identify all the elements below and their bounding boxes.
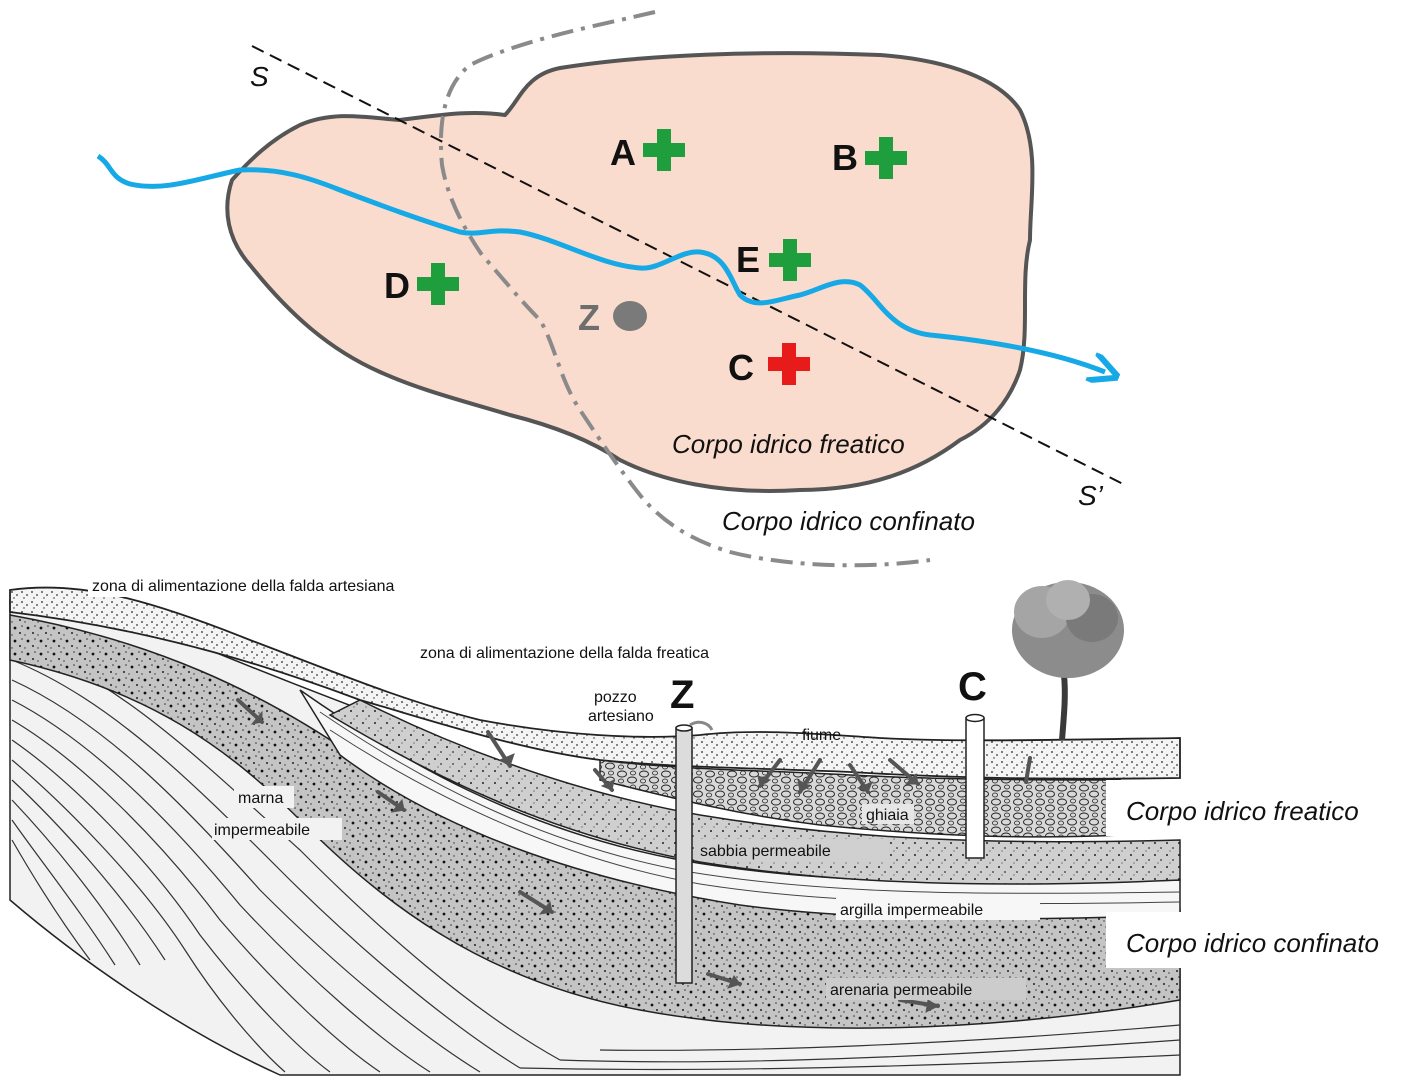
well-label-d: D bbox=[384, 265, 410, 306]
permeable-sandstone-label: arenaria permeabile bbox=[830, 982, 972, 999]
section-label-end: S’ bbox=[1078, 480, 1104, 511]
well-label-z: Z bbox=[578, 297, 600, 338]
plan-map: S S’ Corpo idrico freatico Corpo idrico … bbox=[98, 12, 1125, 565]
marl-label-line2: impermeabile bbox=[214, 822, 310, 839]
artesian-well-label-line2: artesiano bbox=[588, 708, 654, 725]
grey-dot-icon bbox=[613, 301, 647, 331]
impermeable-clay-label: argilla impermeabile bbox=[840, 902, 983, 919]
phreatic-well-c bbox=[966, 715, 984, 859]
phreatic-aquifer-area bbox=[227, 53, 1032, 491]
confined-body-label: Corpo idrico confinato bbox=[722, 506, 975, 536]
well-c-section-label: C bbox=[958, 665, 987, 709]
well-z-section-label: Z bbox=[670, 673, 694, 717]
section-label-start: S bbox=[250, 61, 269, 92]
permeable-sand-label: sabbia permeabile bbox=[700, 843, 831, 860]
tree bbox=[1012, 580, 1124, 740]
artesian-well-label-line1: pozzo bbox=[594, 689, 637, 706]
marl-label-line1: marna bbox=[238, 790, 283, 807]
side-confined-label: Corpo idrico confinato bbox=[1126, 928, 1379, 958]
cross-section: Z C zona di alimentazione della falda ar… bbox=[10, 573, 1420, 1075]
well-label-c: C bbox=[728, 347, 754, 388]
gravel-label: ghiaia bbox=[866, 807, 909, 824]
well-label-a: A bbox=[610, 132, 636, 173]
well-label-e: E bbox=[736, 239, 760, 280]
river-label: fiume bbox=[802, 727, 841, 744]
side-phreatic-label: Corpo idrico freatico bbox=[1126, 796, 1359, 826]
phreatic-body-label: Corpo idrico freatico bbox=[672, 429, 905, 459]
recharge-phreatic-label: zona di alimentazione della falda freati… bbox=[420, 645, 709, 662]
recharge-artesian-label: zona di alimentazione della falda artesi… bbox=[92, 578, 395, 595]
well-label-b: B bbox=[832, 137, 858, 178]
